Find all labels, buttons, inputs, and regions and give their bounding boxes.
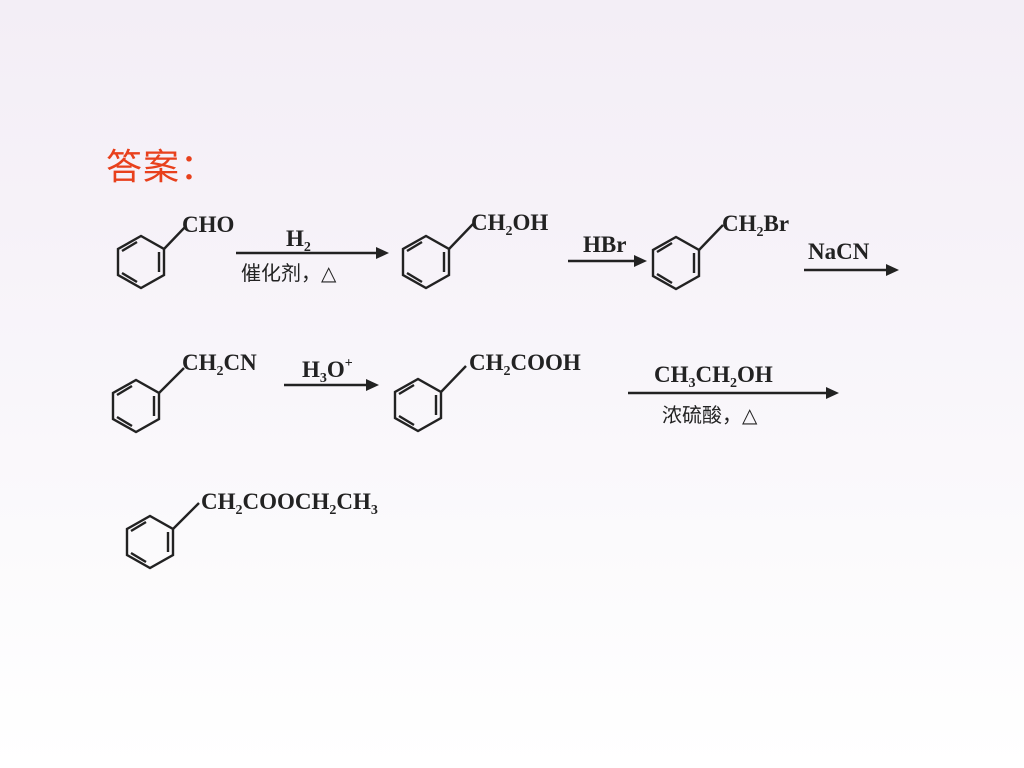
- benzyl-alcohol: CH2OH: [401, 210, 548, 290]
- ethyl-phenylacetate: CH2COOCH2CH3: [125, 489, 378, 570]
- svg-text:CH3CH2OH: CH3CH2OH: [654, 362, 773, 391]
- answer-title: 答案：: [106, 147, 218, 188]
- svg-text:CH2OH: CH2OH: [471, 210, 548, 239]
- reaction-arrow-3: NaCN: [804, 239, 899, 276]
- svg-text:CH2COOCH2CH3: CH2COOCH2CH3: [201, 489, 378, 518]
- reaction-arrow-1: H2 催化剂，△: [236, 226, 389, 285]
- svg-text:H2: H2: [286, 226, 311, 255]
- reaction-arrow-4: H3O+: [284, 356, 379, 391]
- benzene-ring: [111, 378, 161, 434]
- svg-text:NaCN: NaCN: [808, 239, 870, 264]
- reaction-arrow-2: HBr: [568, 232, 647, 267]
- svg-text:CH2Br: CH2Br: [722, 211, 789, 240]
- svg-text:H3O+: H3O+: [302, 356, 353, 386]
- group-cho: CHO: [182, 212, 234, 237]
- benzene-ring: [393, 377, 443, 433]
- benzene-ring: [401, 234, 451, 290]
- svg-text:HBr: HBr: [583, 232, 626, 257]
- svg-text:CH2COOH: CH2COOH: [469, 350, 581, 379]
- reaction-5-conditions: 浓硫酸，△: [662, 403, 758, 427]
- benzyl-cyanide: CH2CN: [111, 350, 257, 434]
- benzene-ring: [651, 235, 701, 291]
- benzene-ring: [125, 514, 175, 570]
- reaction-arrow-5: CH3CH2OH 浓硫酸，△: [628, 362, 839, 427]
- phenylacetic-acid: CH2COOH: [393, 350, 581, 433]
- benzene-ring: [116, 234, 166, 290]
- benzyl-bromide: CH2Br: [651, 211, 789, 291]
- svg-text:CH2CN: CH2CN: [182, 350, 257, 379]
- benzaldehyde: CHO: [116, 212, 234, 290]
- reaction-1-conditions: 催化剂，△: [241, 261, 337, 285]
